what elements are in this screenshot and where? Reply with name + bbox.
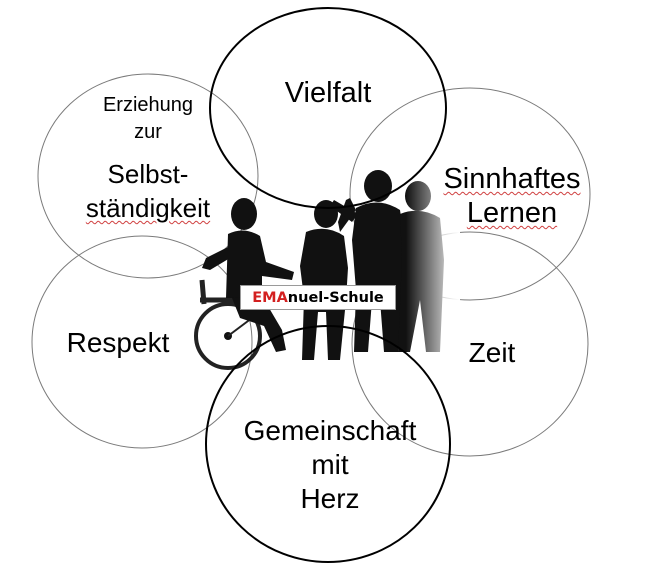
label-line: Respekt (66, 327, 170, 358)
label-vielfalt: Vielfalt (246, 76, 410, 111)
label-selbststaendigkeit: Selbst- ständigkeit (50, 157, 246, 225)
label-line: mit (311, 449, 349, 480)
label-respekt: Respekt (36, 326, 200, 360)
circle-erziehung (37, 73, 259, 279)
label-line: Selbst- (107, 159, 189, 189)
circle-gemeinschaft (205, 325, 451, 563)
logo-rest-text: nuel-Schule (287, 290, 384, 306)
label-erziehung-zur: Erziehung zur (60, 92, 236, 146)
logo-accent-text: EMA (252, 290, 288, 306)
label-gemeinschaft-mit-herz: Gemeinschaft mit Herz (206, 414, 454, 516)
label-zeit: Zeit (440, 336, 544, 370)
label-line: ständigkeit (85, 193, 211, 223)
school-logo: EMAnuel-Schule (240, 285, 396, 310)
circle-respekt (31, 235, 253, 449)
circle-vielfalt (209, 7, 447, 209)
label-sinnhaftes-lernen: Sinnhaftes Lernen (414, 162, 610, 230)
label-line: Sinnhaftes (443, 163, 581, 195)
label-line: Erziehung (102, 94, 194, 116)
label-line: Gemeinschaft (243, 415, 417, 446)
label-line: zur (134, 121, 162, 143)
label-line: Lernen (466, 197, 558, 229)
label-line: Zeit (468, 337, 516, 368)
label-line: Vielfalt (284, 77, 372, 109)
label-line: Herz (300, 483, 360, 514)
